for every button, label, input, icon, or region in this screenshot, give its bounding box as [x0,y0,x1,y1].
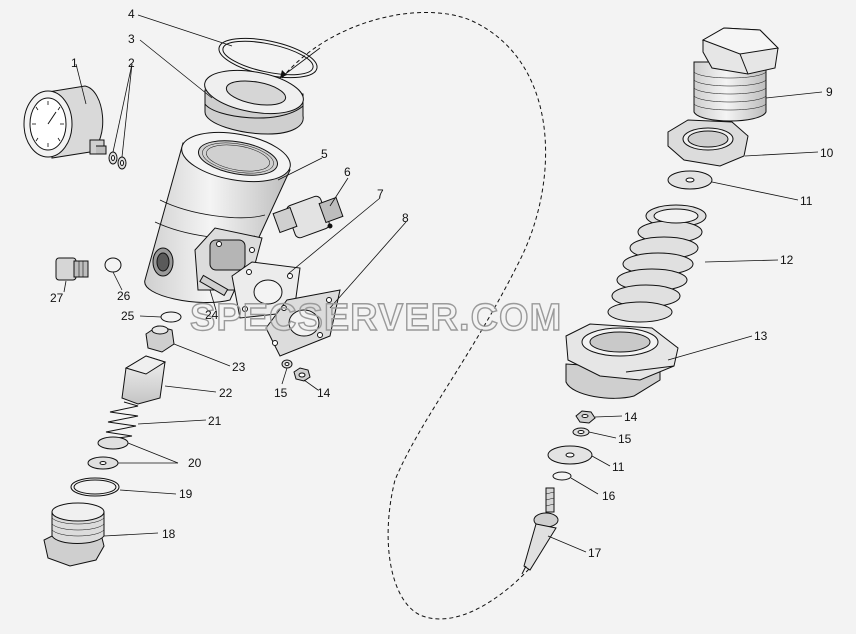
part-18-threaded-nipple [43,502,105,567]
part-labels: 1 2 3 4 5 6 7 8 9 10 11 12 13 14 15 11 1… [50,7,834,560]
label-14-left: 14 [317,386,331,400]
part-22-valve-housing [121,355,167,405]
part-21-spring [103,401,139,441]
label-25: 25 [121,309,135,323]
label-9: 9 [826,85,833,99]
label-17: 17 [588,546,602,560]
label-11-lower: 11 [612,460,625,474]
leader-lines [63,14,823,553]
label-10: 10 [820,146,834,160]
dashed-connection-line [281,11,547,620]
part-11-disc-lower [547,445,593,465]
label-16: 16 [602,489,616,503]
label-5: 5 [321,147,328,161]
part-8-flange-plate [265,289,341,357]
watermark-text: SPECSERVER.COM [190,297,562,339]
label-15-right: 15 [618,432,632,446]
label-1: 1 [71,56,78,70]
label-7: 7 [377,187,384,201]
label-27: 27 [50,291,64,305]
part-26-sealing-ring [104,257,122,273]
part-1-pressure-gauge [23,85,107,159]
part-7-gasket [231,261,301,319]
label-3: 3 [128,32,135,46]
label-22: 22 [219,386,233,400]
label-20: 20 [188,456,202,470]
label-6: 6 [344,165,351,179]
part-3-piston-cap [204,69,304,135]
label-11-upper: 11 [800,194,813,208]
label-4: 4 [128,7,135,21]
part-15-washer-left [281,359,293,369]
part-27-plug [55,257,89,281]
label-2: 2 [128,56,135,70]
part-2-small-washers [108,151,127,170]
label-8: 8 [402,211,409,225]
label-21: 21 [208,414,222,428]
label-18: 18 [162,527,176,541]
label-12: 12 [780,253,794,267]
part-24-stud [199,274,229,297]
part-16-small-ring [552,471,572,481]
label-26: 26 [117,289,131,303]
part-14-nut-left [293,367,311,382]
label-24: 24 [205,308,219,322]
label-23: 23 [232,360,246,374]
label-14-right: 14 [624,410,638,424]
part-19-o-ring [70,477,120,497]
label-15-left: 15 [274,386,288,400]
part-11-disc-upper [667,170,713,190]
part-10-lock-nut [667,119,749,167]
label-13: 13 [754,329,768,343]
part-20-discs [87,436,129,470]
part-6-fitting [272,195,344,239]
part-23-cap-nut [145,325,175,353]
part-14-nut-right [575,410,596,424]
part-12-main-spring [607,204,707,323]
arrow-head [280,70,287,78]
part-25-sealing-ring [160,311,182,323]
part-13-spring-housing [565,323,679,399]
part-9-threaded-plug [693,27,780,122]
label-19: 19 [179,487,193,501]
part-17-adjusting-pin [521,487,559,575]
part-15-washer-right [572,427,590,437]
